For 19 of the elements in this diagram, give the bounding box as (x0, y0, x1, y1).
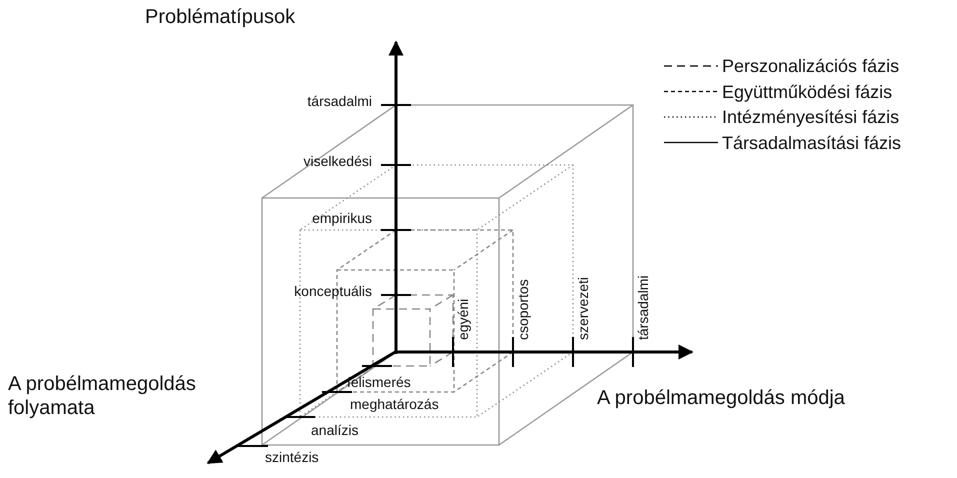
axis-title: Problématípusok (145, 5, 296, 29)
legend-label: Társadalmasítási fázis (722, 132, 902, 154)
axis-title: A probélmamegoldás módja (597, 386, 846, 410)
tick-label: meghatározás (350, 396, 439, 412)
tick-label: felismerés (347, 374, 411, 390)
tick-label: társadalmi (307, 93, 372, 109)
tick-label: szintézis (265, 449, 319, 465)
tick-label: szervezeti (575, 276, 591, 340)
axis-title: A probélmamegoldás folyamata (8, 372, 197, 420)
tick-label: analízis (311, 422, 358, 438)
legend-label: Perszonalizációs fázis (722, 55, 900, 77)
tick-label: egyéni (455, 298, 471, 340)
tick-label: viselkedési (304, 153, 372, 169)
tick-label: csoportos (515, 279, 531, 340)
tick-label: empirikus (312, 210, 372, 226)
tick-label: konceptuális (294, 283, 372, 299)
tick-label: társadalmi (635, 275, 651, 340)
legend-label: Együttműködési fázis (722, 80, 892, 102)
legend-label: Intézményesítési fázis (722, 106, 900, 128)
